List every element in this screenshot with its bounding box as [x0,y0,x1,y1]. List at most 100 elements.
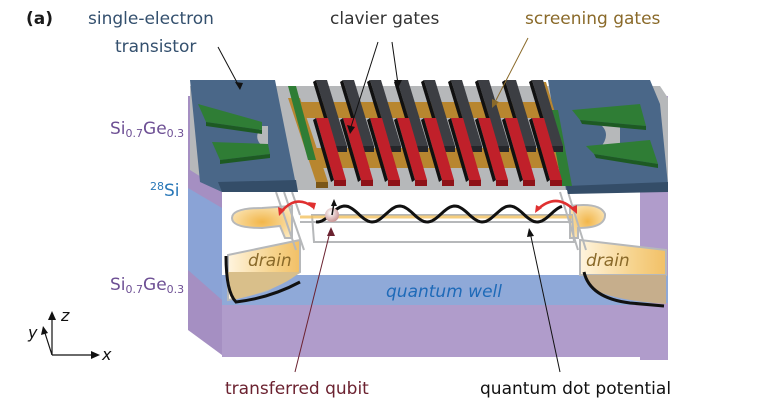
clavier-gate-red-shadow [529,118,550,182]
clavier-gate-dark-end [417,146,428,152]
screening-gates-label: screening gates [525,9,661,29]
drain-right-edge [582,271,665,308]
y-axis-label: y [27,323,38,342]
clavier-gate-dark-end [498,146,509,152]
clavier-gate-dark [397,80,428,146]
clavier-gate-dark [532,80,563,146]
clavier-gate-red [478,118,508,180]
lead-lines-left [275,191,305,251]
z-axis-arrowhead [48,311,56,320]
y-axis-arrowhead [41,326,48,335]
set-finger-right-2 [586,140,658,164]
set-finger-left-2 [212,142,270,160]
clavier-gate-red-shadow [502,118,523,182]
tunnel-arrow-right-head [570,205,577,214]
coordinate-axes [41,311,100,359]
screening-leader-head [492,99,499,108]
clavier-leader-1 [349,41,379,131]
clavier-leader-2-head [394,80,402,88]
x-axis-arrowhead [91,351,100,359]
tunnel-arrow-left [280,200,314,213]
clavier-gate-red [451,118,481,180]
clavier-gate-dark [451,80,482,146]
clavier-gate-red [343,118,373,180]
clavier-gate-red-shadow [475,118,496,182]
clavier-gate-red [532,118,562,180]
transferred-qubit-label: transferred qubit [225,379,369,399]
drain-right-bottom [586,275,666,304]
clavier-gate-red-end [388,180,400,186]
clavier-gate-dark-end [525,146,536,152]
set-gate-right-edge [566,182,668,194]
clavier-gate-dark [424,80,455,146]
quantum-dot-potential-label: quantum dot potential [480,379,671,399]
clavier-leader-2 [391,41,399,85]
drain-left-bottom [228,272,300,300]
channel-outline [310,214,576,243]
clavier-gate-red-end [469,180,481,186]
drain-left-reservoir [230,204,293,239]
drain-right-label: drain [586,251,630,271]
clavier-gate-red-shadow [340,118,361,182]
clavier-gates-red [313,118,562,186]
clavier-gate-red [397,118,427,180]
quantum-well-side-face [188,188,222,300]
clavier-gate-red-end [442,180,454,186]
clavier-gate-red-end [496,180,508,186]
clavier-gate-dark-end [390,146,401,152]
quantum-well-label: quantum well [386,282,502,302]
set-gate-left-edge [218,180,298,192]
drain-right-reservoir [569,204,606,239]
clavier-leader-1-head [347,125,355,134]
tunnel-arrow-right-head2 [535,205,542,213]
drain-left-label: drain [248,251,292,271]
si28-label: 28Si [150,180,180,201]
panel-label: (a) [26,9,53,29]
set-finger-left-2-edge [220,154,270,164]
green-gate-left [288,86,316,160]
clavier-gate-dark [505,80,536,146]
clavier-gate-red-shadow [367,118,388,182]
z-axis-label: z [60,306,70,325]
set-finger-left-1-edge [206,122,262,134]
set-finger-right-1-edge [580,120,646,130]
clavier-gate-red-end [550,180,562,186]
screening-gate-left-end-edge [316,182,328,188]
clavier-gate-red [505,118,535,180]
clavier-gate-red-shadow [394,118,415,182]
screening-leader [493,37,529,105]
clavier-gate-dark-end [336,146,347,152]
qubit-leader [294,231,331,373]
quantum-well-layer [222,275,666,305]
set-leader [217,46,241,89]
set-gate-left [190,80,298,192]
qubit-leader-head [327,227,335,236]
set-leader-head [235,82,243,90]
clavier-gate-red [370,118,400,180]
clavier-gate-red [316,118,346,180]
clavier-gate-red-end [415,180,427,186]
clavier-gate-dark [370,80,401,146]
clavier-gate-red-end [334,180,346,186]
clavier-gate-dark-end [552,146,563,152]
sige-top-label: Si0.7Ge0.3 [110,119,184,140]
clavier-gate-dark-end [471,146,482,152]
tunnel-arrow-left-head [278,207,285,216]
qubit-spin-arrowhead [331,199,337,206]
set-finger-right-1 [572,104,646,126]
set-label-line1: single-electron [88,9,214,29]
clavier-gate-red-shadow [448,118,469,182]
clavier-gate-dark [343,80,374,146]
clavier-gate-red-end [361,180,373,186]
clavier-gate-red-end [523,180,535,186]
qdp-leader-head [527,228,534,237]
clavier-gate-red-shadow [313,118,334,182]
clavier-gates-label: clavier gates [330,9,439,29]
tunnel-arrow-left-head2 [308,202,316,210]
set-finger-left-1 [198,104,262,130]
clavier-gate-dark [316,80,347,146]
set-finger-right-2-edge [594,154,658,168]
clavier-gate-dark-end [444,146,455,152]
clavier-gate-dark [478,80,509,146]
